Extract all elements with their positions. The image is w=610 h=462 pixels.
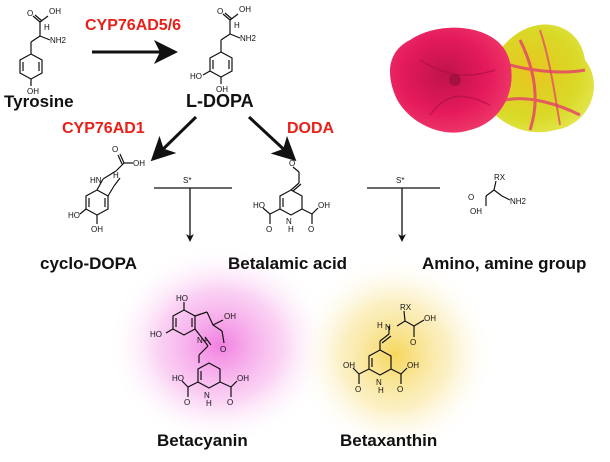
betalamic-label: Betalamic acid [228, 254, 347, 273]
reagent-junction-right: S* [367, 176, 440, 242]
atom-label: OH [49, 7, 61, 16]
atom-label: O [410, 338, 416, 347]
ldopa-structure: O OH H NH2 HO OH [190, 5, 257, 94]
atom-label: O [266, 225, 272, 234]
arrow-ldopa-to-betalamic [247, 115, 297, 162]
enzyme-doda: DODA [287, 120, 335, 137]
atom-label: HO [253, 201, 265, 210]
atom-label: OH [424, 314, 436, 323]
atom-label: O [289, 159, 295, 168]
atom-label: N [385, 323, 391, 332]
atom-label: RX [494, 173, 506, 182]
atom-label: OH [239, 5, 251, 14]
atom-label: NH2 [50, 36, 67, 45]
betacyanin-glow [108, 245, 332, 445]
ldopa-label: L-DOPA [186, 91, 254, 111]
atom-label: HO [150, 330, 162, 339]
flower-image [390, 24, 594, 133]
atom-label: OH [27, 87, 39, 96]
atom-label: O [112, 145, 118, 154]
atom-label: H [44, 23, 50, 32]
betacyanin-structure: HO HO N+ O OH HO O OH O N H [150, 294, 249, 408]
atom-label: N [204, 391, 210, 400]
atom-label: H [288, 225, 294, 234]
atom-label: OH [470, 207, 482, 216]
atom-label: H [377, 321, 383, 330]
atom-label: HN [90, 176, 102, 185]
tyrosine-structure: O OH H NH2 OH [19, 7, 67, 96]
atom-label: OH [343, 361, 355, 370]
betalamic-structure: O N H HO O OH O [253, 159, 330, 234]
atom-label: HO [172, 374, 184, 383]
atom-label: OH [318, 201, 330, 210]
atom-label: O [27, 9, 33, 18]
atom-label: RX [400, 303, 412, 312]
atom-label: OH [133, 159, 145, 168]
atom-label: H [378, 386, 384, 395]
reagent-left: S* [183, 176, 191, 185]
atom-label: N [376, 378, 382, 387]
cyclodopa-structure: HN O OH H HO OH [68, 145, 145, 234]
enzyme-cyp76ad1: CYP76AD1 [62, 120, 145, 137]
atom-label: HO [68, 211, 80, 220]
atom-label: NH2 [510, 197, 527, 206]
atom-label: N [286, 217, 292, 226]
atom-label: H [113, 171, 119, 180]
atom-label: H [234, 21, 240, 30]
atom-label: N+ [197, 336, 208, 345]
atom-label: HO [190, 72, 202, 81]
reagent-junction-left: S* [154, 176, 232, 242]
atom-label: OH [407, 361, 419, 370]
tyrosine-label: Tyrosine [4, 92, 74, 111]
atom-label: O [355, 385, 361, 394]
arrow-ldopa-to-cyclodopa [150, 115, 198, 162]
atom-label: OH [216, 85, 228, 94]
reagent-right: S* [396, 176, 404, 185]
atom-label: O [227, 398, 233, 407]
atom-label: OH [91, 225, 103, 234]
betaxanthin-label: Betaxanthin [340, 431, 437, 450]
atom-label: H [206, 399, 212, 408]
atom-label: OH [224, 312, 236, 321]
atom-label: HO [176, 294, 188, 303]
betacyanin-label: Betacyanin [157, 431, 248, 450]
atom-label: O [217, 7, 223, 16]
amino-label: Amino, amine group [422, 254, 586, 273]
atom-label: O [308, 225, 314, 234]
cyclodopa-label: cyclo-DOPA [40, 254, 137, 273]
amino-structure: RX O OH NH2 [468, 173, 527, 216]
atom-label: O [184, 398, 190, 407]
betaxanthin-glow [295, 255, 495, 455]
betaxanthin-structure: RX N H OH O OH O OH O N H [343, 303, 436, 395]
atom-label: O [468, 193, 474, 202]
enzyme-cyp76ad56: CYP76AD5/6 [85, 17, 181, 34]
atom-label: OH [237, 374, 249, 383]
atom-label: NH2 [240, 34, 257, 43]
atom-label: O [220, 345, 226, 354]
atom-label: O [397, 385, 403, 394]
